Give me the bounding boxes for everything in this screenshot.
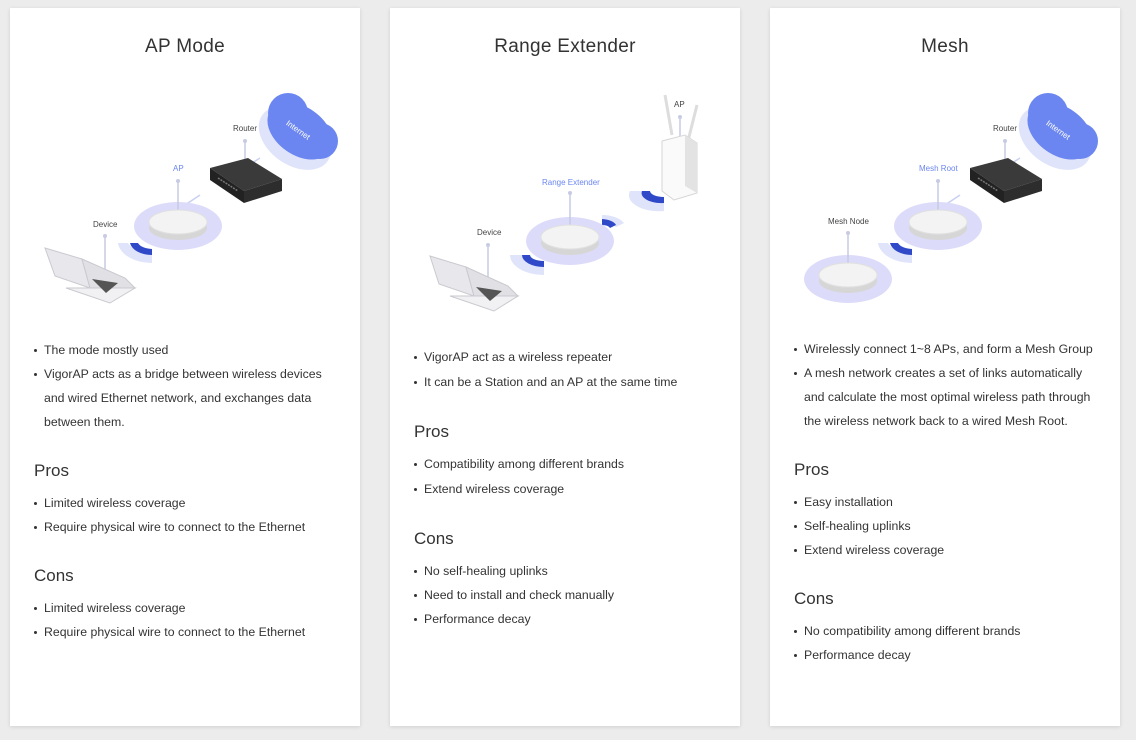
mesh-node-label: Mesh Node	[828, 217, 869, 226]
cons-heading: Cons	[794, 589, 834, 608]
wifi-signal-icon	[118, 243, 152, 264]
router-label: Router	[993, 124, 1017, 133]
ap-mode-content: The mode mostly used VigorAP acts as a b…	[34, 338, 340, 644]
list-item-continuation: and calculate the most optimal wireless …	[804, 390, 1091, 404]
laptop-icon: Device	[44, 220, 137, 304]
laptop-icon: Device	[429, 228, 520, 312]
description-list: The mode mostly used VigorAP acts as a b…	[34, 338, 340, 434]
pros-list: Limited wireless coverage Require physic…	[34, 491, 340, 539]
list-item: Extend wireless coverage	[414, 477, 720, 502]
mesh-node-icon: Mesh Node	[804, 217, 892, 303]
list-item: It can be a Station and an AP at the sam…	[414, 370, 720, 395]
internet-cloud-icon: Internet	[258, 93, 338, 170]
cons-list: No compatibility among different brands …	[794, 619, 1100, 667]
range-extender-content: VigorAP act as a wireless repeater It ca…	[414, 345, 720, 631]
device-label: Device	[93, 220, 118, 229]
list-item: Need to install and check manually	[414, 583, 720, 607]
description-list: Wirelessly connect 1~8 APs, and form a M…	[794, 337, 1100, 433]
pros-list: Easy installation Self-healing uplinks E…	[794, 490, 1100, 562]
list-item: No self-healing uplinks	[414, 559, 720, 583]
description-list: VigorAP act as a wireless repeater It ca…	[414, 345, 720, 395]
list-item: Limited wireless coverage	[34, 491, 340, 515]
card-range-extender: Range Extender AP Range Exten	[390, 8, 740, 726]
cons-list: No self-healing uplinks Need to install …	[414, 559, 720, 631]
card-ap-mode: AP Mode Internet Router	[10, 8, 360, 726]
router-label: Router	[233, 124, 257, 133]
list-item: Require physical wire to connect to the …	[34, 515, 340, 539]
list-item: The mode mostly used	[34, 338, 340, 362]
list-item: Require physical wire to connect to the …	[34, 620, 340, 644]
card-mesh: Mesh Internet Router Me	[770, 8, 1120, 726]
list-item-continuation: the wireless network back to a wired Mes…	[804, 414, 1068, 428]
ap-label: AP	[674, 100, 685, 109]
list-item: Limited wireless coverage	[34, 596, 340, 620]
list-item: A mesh network creates a set of links au…	[794, 361, 1100, 385]
wifi-signal-icon	[878, 243, 912, 264]
pros-heading: Pros	[414, 422, 449, 441]
list-item: No compatibility among different brands	[794, 619, 1100, 643]
list-item: Performance decay	[414, 607, 720, 631]
pros-heading: Pros	[794, 460, 829, 479]
card-title: Mesh	[921, 36, 969, 57]
list-item: Extend wireless coverage	[794, 538, 1100, 562]
range-extender-label: Range Extender	[542, 178, 600, 187]
wifi-signal-icon	[602, 214, 624, 228]
card-title: AP Mode	[145, 36, 225, 57]
mesh-root-icon: Mesh Root	[894, 164, 982, 250]
router-icon: Router	[210, 124, 282, 203]
list-item: Performance decay	[794, 643, 1100, 667]
mesh-illustration: Internet Router Mesh Root	[804, 93, 1098, 303]
pros-list: Compatibility among different brands Ext…	[414, 452, 720, 502]
wifi-signal-icon	[628, 191, 664, 212]
ap-mode-illustration: Internet Router AP	[44, 93, 338, 304]
range-extender-illustration: AP Range Extender	[429, 94, 699, 312]
list-item: Self-healing uplinks	[794, 514, 1100, 538]
mesh-content: Wirelessly connect 1~8 APs, and form a M…	[794, 337, 1100, 667]
router-icon: Router	[970, 124, 1042, 203]
card-title: Range Extender	[494, 36, 636, 57]
cons-heading: Cons	[34, 566, 74, 585]
pros-heading: Pros	[34, 461, 69, 480]
outdoor-ap-icon: AP	[661, 94, 699, 201]
mesh-root-label: Mesh Root	[919, 164, 958, 173]
cons-list: Limited wireless coverage Require physic…	[34, 596, 340, 644]
list-item: Compatibility among different brands	[414, 452, 720, 477]
list-item: VigorAP act as a wireless repeater	[414, 345, 720, 370]
list-item: Easy installation	[794, 490, 1100, 514]
internet-cloud-icon: Internet	[1018, 93, 1098, 170]
wifi-signal-icon	[510, 255, 544, 275]
cons-heading: Cons	[414, 529, 454, 548]
range-extender-device-icon: Range Extender	[526, 178, 614, 265]
list-item: Wirelessly connect 1~8 APs, and form a M…	[794, 337, 1100, 361]
ap-label: AP	[173, 164, 184, 173]
list-item-continuation: between them.	[44, 415, 125, 429]
list-item: VigorAP acts as a bridge between wireles…	[34, 362, 340, 386]
list-item-continuation: and wired Ethernet network, and exchange…	[44, 391, 312, 405]
ap-device-icon: AP	[134, 164, 222, 250]
device-label: Device	[477, 228, 502, 237]
